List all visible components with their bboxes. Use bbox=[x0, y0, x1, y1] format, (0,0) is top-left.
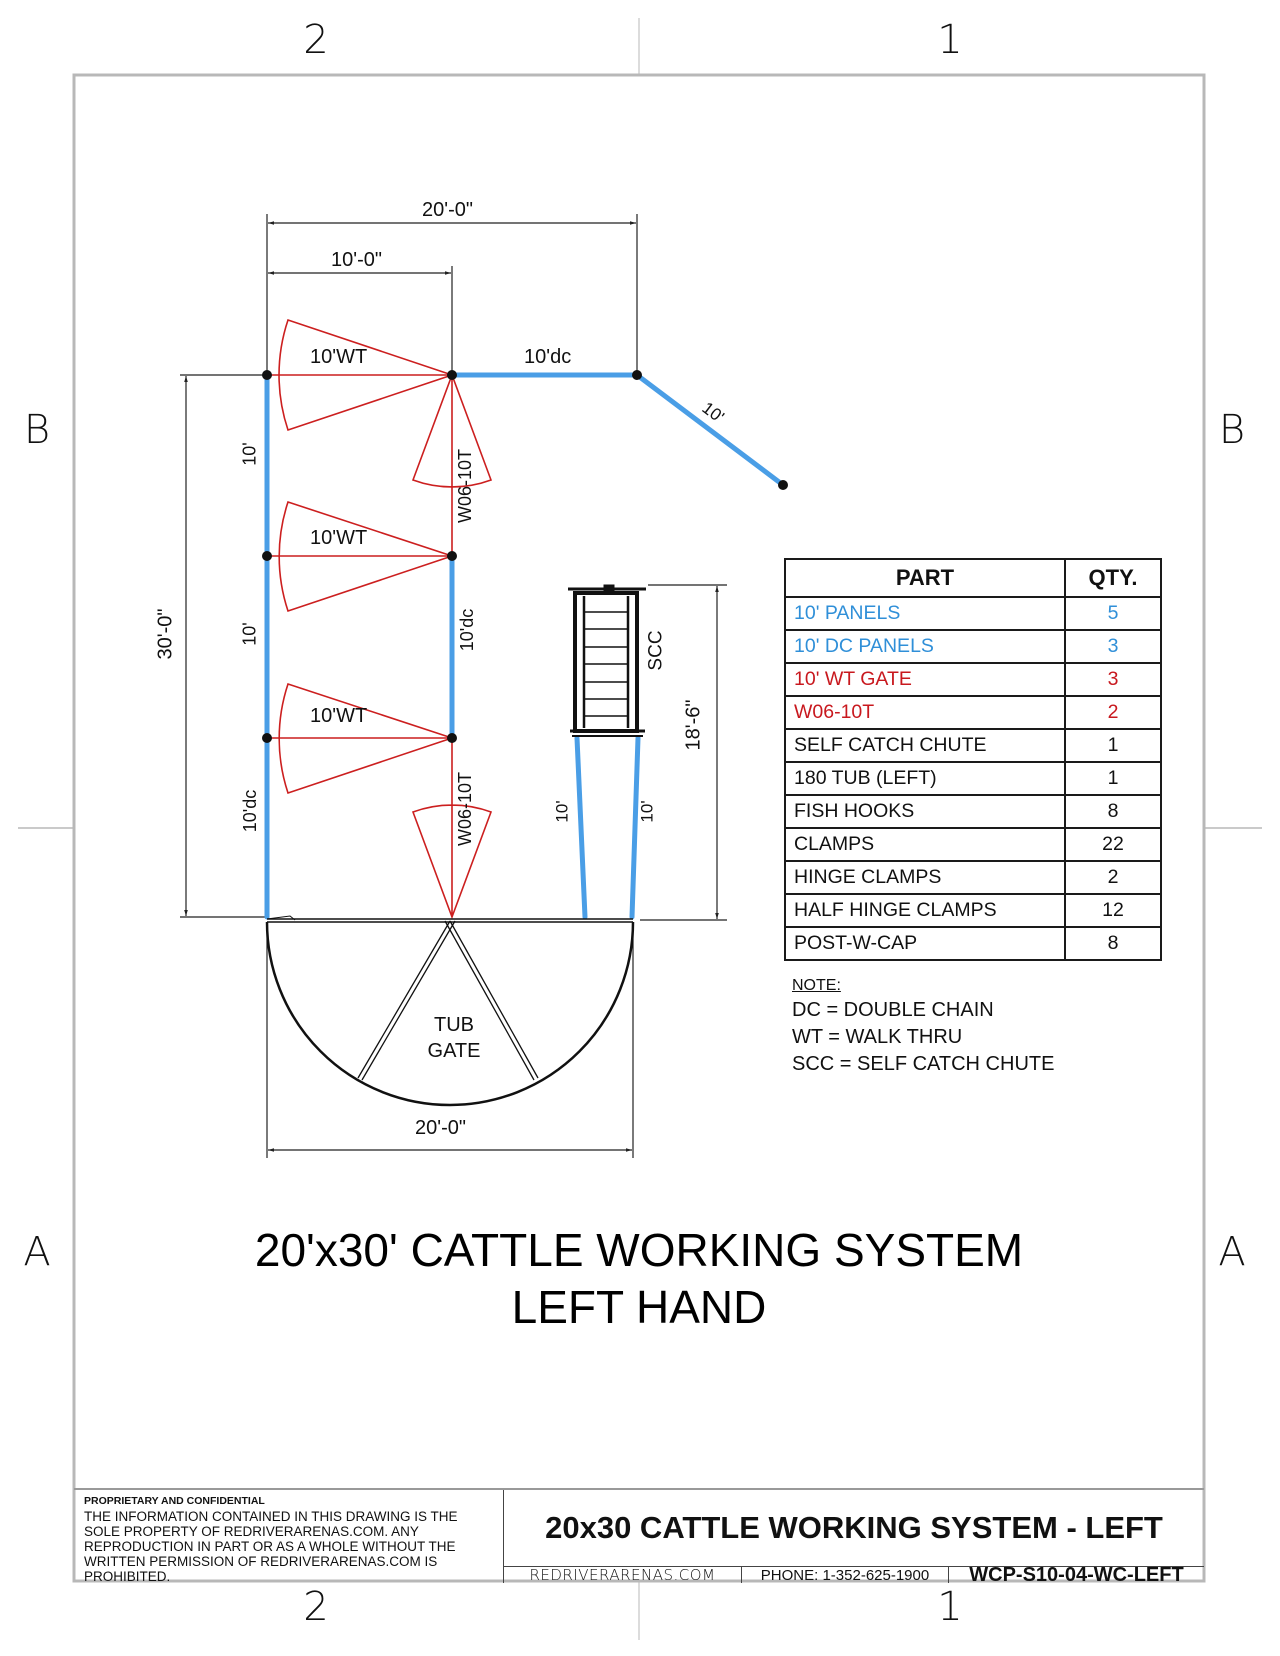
title-block-phone: PHONE: 1-352-625-1900 bbox=[741, 1567, 948, 1584]
label-left-panel-2: 10' bbox=[239, 622, 260, 646]
zone-right-b: B bbox=[1218, 407, 1246, 453]
bom-header-row: PART QTY. bbox=[784, 558, 1162, 598]
bom-row: 180 TUB (LEFT)1 bbox=[784, 761, 1162, 796]
bom-qty: 1 bbox=[1064, 728, 1162, 763]
bom-part: 10' PANELS bbox=[784, 596, 1066, 631]
drawing-title-line1: 20'x30' CATTLE WORKING SYSTEM bbox=[254, 1224, 1024, 1276]
bom-qty: 2 bbox=[1064, 860, 1162, 895]
dim-chute-length: 18'-6" bbox=[682, 699, 705, 751]
panels bbox=[264, 372, 786, 920]
note-line-wt: WT = WALK THRU bbox=[792, 1026, 963, 1048]
label-w06-upper: W06-10T bbox=[455, 448, 476, 524]
label-chute-left-panel: 10' bbox=[552, 800, 572, 823]
dimension-lines bbox=[180, 214, 727, 1158]
note-line-dc: DC = DOUBLE CHAIN bbox=[792, 999, 994, 1021]
bom-part: HINGE CLAMPS bbox=[784, 860, 1066, 895]
wt-gate-1 bbox=[267, 318, 455, 432]
bom-part: 10' WT GATE bbox=[784, 662, 1066, 697]
label-left-panel-3: 10'dc bbox=[240, 789, 261, 833]
label-tub-gate-1: TUB bbox=[434, 1014, 474, 1036]
note-heading: NOTE: bbox=[792, 977, 841, 994]
wt-gate-3 bbox=[267, 682, 455, 795]
label-left-panel-1: 10' bbox=[239, 442, 260, 466]
note-line-scc: SCC = SELF CATCH CHUTE bbox=[792, 1053, 1055, 1075]
bom-qty: 1 bbox=[1064, 761, 1162, 796]
self-catch-chute bbox=[568, 584, 646, 737]
bom-qty: 8 bbox=[1064, 794, 1162, 829]
dim-half-width: 10'-0" bbox=[331, 249, 382, 271]
zone-right-a: A bbox=[1218, 1229, 1246, 1275]
bom-qty: 12 bbox=[1064, 893, 1162, 928]
bom-part: 180 TUB (LEFT) bbox=[784, 761, 1066, 796]
label-w06-lower: W06-10T bbox=[455, 771, 476, 847]
w06-gate-lower bbox=[411, 738, 493, 920]
proprietary-heading: PROPRIETARY AND CONFIDENTIAL bbox=[84, 1495, 265, 1507]
dim-overall-length: 30'-0" bbox=[154, 608, 177, 660]
bom-header-qty: QTY. bbox=[1064, 558, 1162, 598]
drawing-title: 20'x30' CATTLE WORKING SYSTEM LEFT HAND bbox=[74, 1222, 1204, 1336]
bom-header-part: PART bbox=[784, 558, 1066, 598]
zone-bottom-2: 2 bbox=[303, 1584, 329, 1630]
label-wt-gate-1: 10'WT bbox=[310, 346, 368, 368]
zone-bottom-1: 1 bbox=[937, 1584, 963, 1630]
posts bbox=[262, 370, 788, 743]
label-tub-gate-2: GATE bbox=[427, 1040, 481, 1062]
drawing-title-line2: LEFT HAND bbox=[511, 1281, 767, 1333]
proprietary-text: THE INFORMATION CONTAINED IN THIS DRAWIN… bbox=[84, 1509, 458, 1584]
proprietary-notice: PROPRIETARY AND CONFIDENTIAL THE INFORMA… bbox=[84, 1494, 494, 1584]
bom-qty: 22 bbox=[1064, 827, 1162, 862]
label-right-dc-panel: 10'dc bbox=[457, 608, 478, 652]
zone-left-a: A bbox=[23, 1229, 51, 1275]
label-chute-right-panel: 10' bbox=[637, 800, 657, 823]
w06-gate-upper bbox=[411, 372, 493, 556]
zone-top-1: 1 bbox=[937, 17, 963, 63]
bom-part: FISH HOOKS bbox=[784, 794, 1066, 829]
bom-part: 10' DC PANELS bbox=[784, 629, 1066, 664]
bom-part: HALF HINGE CLAMPS bbox=[784, 893, 1066, 928]
title-block-drawing-name: 20x30 CATTLE WORKING SYSTEM - LEFT bbox=[503, 1490, 1204, 1567]
zone-left-b: B bbox=[23, 407, 51, 453]
sheet-frame bbox=[18, 18, 1262, 1640]
label-wt-gate-3: 10'WT bbox=[310, 705, 368, 727]
bom-qty: 8 bbox=[1064, 926, 1162, 961]
bom-part: POST-W-CAP bbox=[784, 926, 1066, 961]
bom-part: SELF CATCH CHUTE bbox=[784, 728, 1066, 763]
label-top-dc-panel: 10'dc bbox=[524, 346, 572, 368]
dim-overall-width: 20'-0" bbox=[422, 199, 473, 221]
title-block-part-number: WCP-S10-04-WC-LEFT bbox=[948, 1564, 1204, 1586]
zone-top-2: 2 bbox=[303, 17, 329, 63]
bom-qty: 3 bbox=[1064, 629, 1162, 664]
abbreviation-note: NOTE: DC = DOUBLE CHAIN WT = WALK THRU S… bbox=[792, 975, 1054, 1078]
tub bbox=[265, 915, 635, 1107]
bom-part: W06-10T bbox=[784, 695, 1066, 730]
wt-gate-2 bbox=[267, 500, 455, 613]
bom-qty: 2 bbox=[1064, 695, 1162, 730]
label-wt-gate-2: 10'WT bbox=[310, 527, 368, 549]
bom-qty: 3 bbox=[1064, 662, 1162, 697]
title-block-website: REDRIVERARENAS.COM bbox=[503, 1566, 741, 1584]
dim-tub-width: 20'-0" bbox=[415, 1117, 466, 1139]
label-scc: SCC bbox=[645, 630, 667, 671]
title-block: PROPRIETARY AND CONFIDENTIAL THE INFORMA… bbox=[74, 1488, 1204, 1586]
bom-part: CLAMPS bbox=[784, 827, 1066, 862]
wt-gates bbox=[267, 318, 493, 920]
bom-qty: 5 bbox=[1064, 596, 1162, 631]
